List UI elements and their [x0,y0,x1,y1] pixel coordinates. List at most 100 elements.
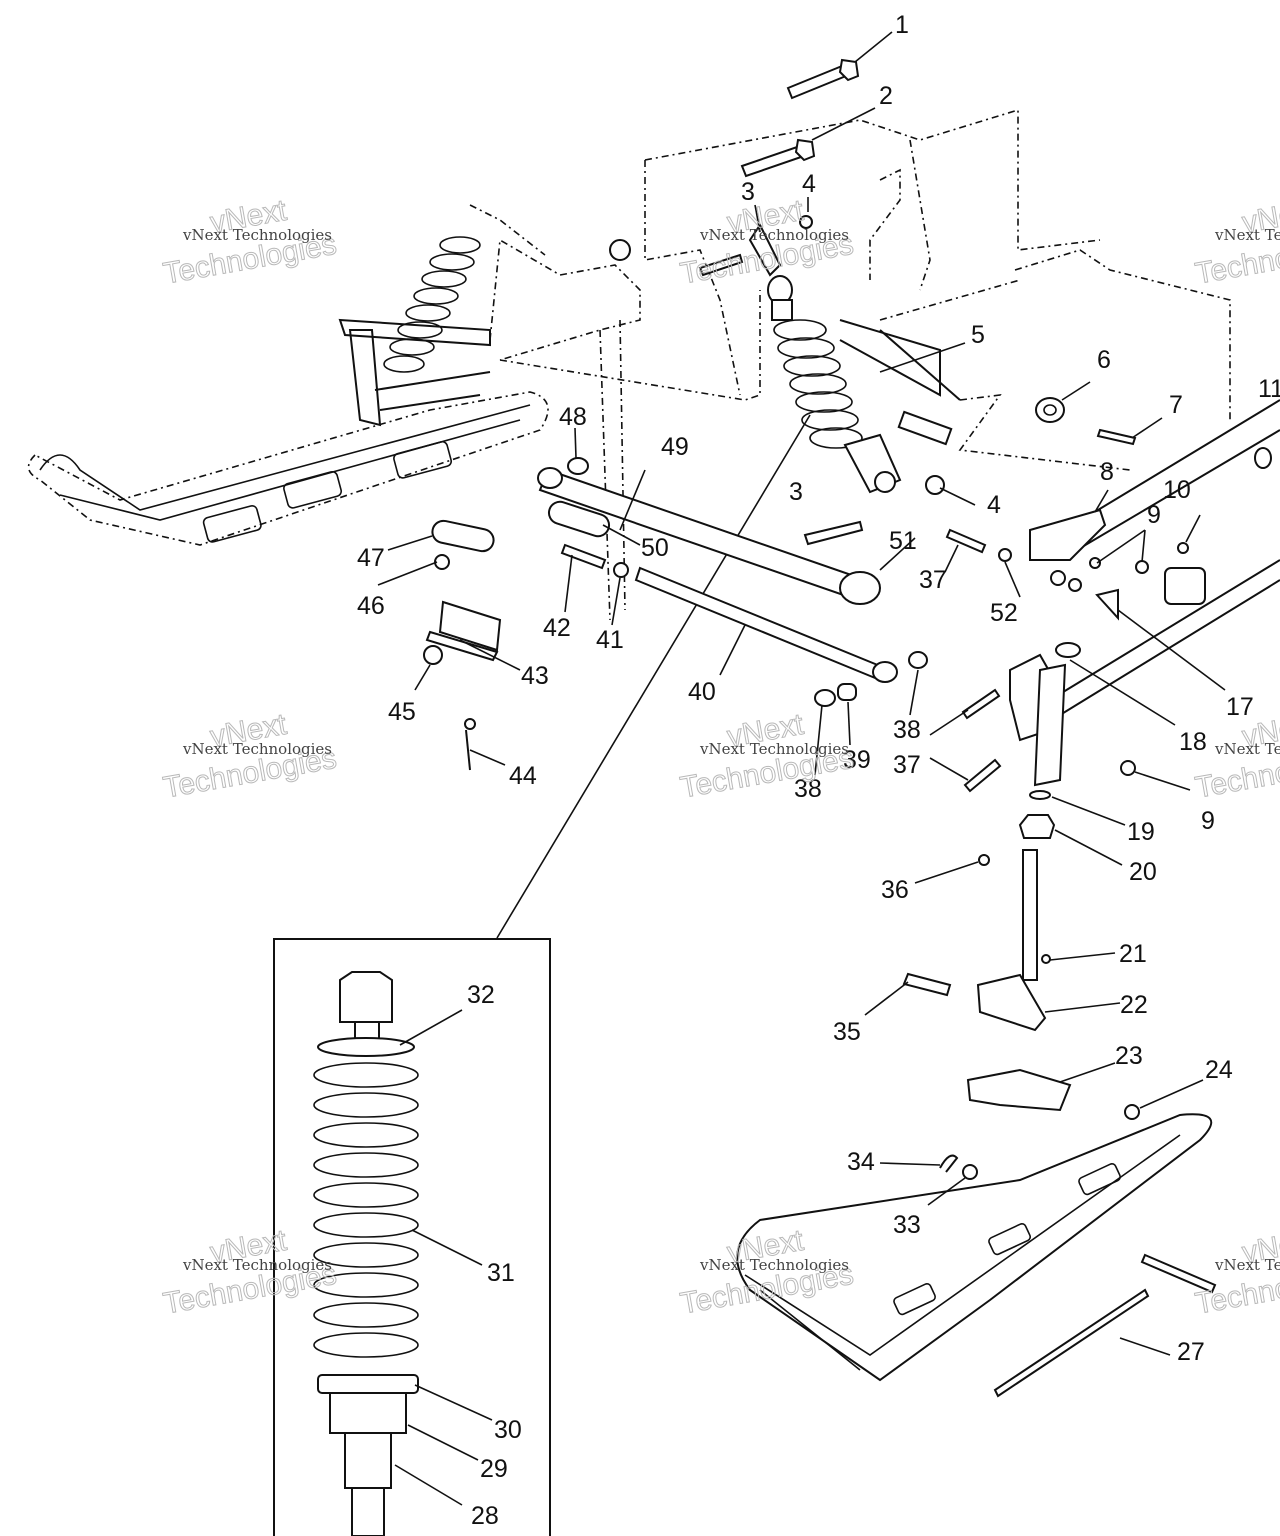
svg-text:vNext Technologies: vNext Technologies [182,740,332,758]
callout-3: 3 [741,178,755,206]
watermark-top-left: vNext Technologies vNext Technologies [160,193,339,291]
bushing-35 [902,972,952,997]
nut-46 [434,554,450,570]
nut-36 [978,854,990,866]
bushing-38-right [908,651,928,669]
washer-52 [998,548,1012,562]
bolt-1 [786,58,860,100]
inset-leader-line [496,414,811,939]
bolt-3-lower [803,520,864,546]
part-7-cotter [1096,428,1137,446]
callout-24: 24 [1205,1056,1233,1084]
svg-text:vNext Technologies: vNext Technologies [182,226,332,244]
svg-text:vNext Technologies: vNext Technologies [1214,1256,1280,1274]
part-11 [1254,447,1272,469]
callout-41: 41 [596,626,624,654]
callout-8: 8 [1100,458,1114,486]
callout-1: 1 [895,11,909,39]
callout-29: 29 [480,1455,508,1483]
saddle-23 [966,1068,1072,1112]
nut-45 [423,645,443,665]
watermark-mid-center: vNext Technologies vNext Technologies [677,707,856,805]
callout-27: 27 [1177,1338,1205,1366]
bolt-2 [740,138,816,178]
callout-48: 48 [559,403,587,431]
callout-23: 23 [1115,1042,1143,1070]
callout-20: 20 [1129,858,1157,886]
spacer-39 [837,683,857,701]
callout-10: 10 [1163,476,1191,504]
callout-47: 47 [357,544,385,572]
bracket-43 [425,600,502,662]
ring-19 [1029,790,1051,800]
watermark-bottom-left: vNext Technologies vNext Technologies [160,1223,339,1321]
callout-21: 21 [1119,940,1147,968]
upper-mount-hardware [609,215,813,277]
nut-9-lower [1120,760,1136,776]
pin-21 [1041,954,1051,964]
callout-39: 39 [843,746,871,774]
chassis-outline [469,108,1231,621]
callout-50: 50 [641,534,669,562]
callout-6: 6 [1097,346,1111,374]
callout-38-left: 38 [794,775,822,803]
callout-33: 33 [893,1211,921,1239]
callout-37-top: 37 [919,566,947,594]
callout-7: 7 [1169,391,1183,419]
lower-link-arm-40 [634,566,898,683]
callout-19: 19 [1127,818,1155,846]
bushing-18 [1055,642,1081,658]
watermark-mid-right: vNext Technologies vNext Technologies [1192,707,1280,805]
callout-35: 35 [833,1018,861,1046]
callout-45: 45 [388,698,416,726]
watermark-top-right: vNext Technologies vNext Technologies [1192,193,1280,291]
callout-11: 11 [1258,375,1280,403]
watermark-mid-left: vNext Technologies vNext Technologies [160,707,339,805]
bolt-37-upper [945,528,987,554]
spindle-22 [976,849,1047,1032]
callout-43: 43 [521,662,549,690]
nut-24 [1124,1104,1140,1120]
washer-33 [962,1164,978,1180]
block-17 [1164,567,1206,605]
shock-detail-inset [273,938,551,1536]
nut-4-lower [925,475,945,495]
callout-labels: 1 2 3 4 5 6 7 8 9 10 11 17 18 19 20 21 2… [357,11,1280,1530]
callout-28: 28 [471,1502,499,1530]
callout-36: 36 [881,876,909,904]
pin-44 [465,729,471,771]
callout-42: 42 [543,614,571,642]
bolt-37-a [961,688,1001,720]
runner-27 [993,1288,1150,1398]
plate-47 [431,519,495,553]
pin-34 [939,1154,959,1173]
spindle-housing [1009,653,1067,787]
nut-41 [613,562,629,578]
part-10 [1177,542,1189,554]
callout-18: 18 [1179,728,1207,756]
leader-lines [377,31,1226,1506]
bushing-20 [1018,814,1056,839]
bolt-26 [1140,1253,1217,1294]
callout-9-lower: 9 [1201,807,1215,835]
callout-2: 2 [879,82,893,110]
callout-40: 40 [688,678,716,706]
callout-3-lower: 3 [789,478,803,506]
callout-32: 32 [467,981,495,1009]
svg-text:vNext Technologies: vNext Technologies [699,226,849,244]
callout-17: 17 [1226,693,1254,721]
callout-31: 31 [487,1259,515,1287]
callout-38-right: 38 [893,716,921,744]
left-shock-spring [383,236,481,373]
callout-46: 46 [357,592,385,620]
upper-link-arm-49 [537,457,881,605]
svg-text:vNext Technologies: vNext Technologies [182,1256,332,1274]
callout-51: 51 [889,527,917,555]
callout-34: 34 [847,1148,875,1176]
callout-30: 30 [494,1416,522,1444]
callout-5: 5 [971,321,985,349]
clevis-8 [1029,508,1107,561]
bolt-42 [560,543,607,570]
callout-49: 49 [661,433,689,461]
front-ski [736,1113,1213,1382]
